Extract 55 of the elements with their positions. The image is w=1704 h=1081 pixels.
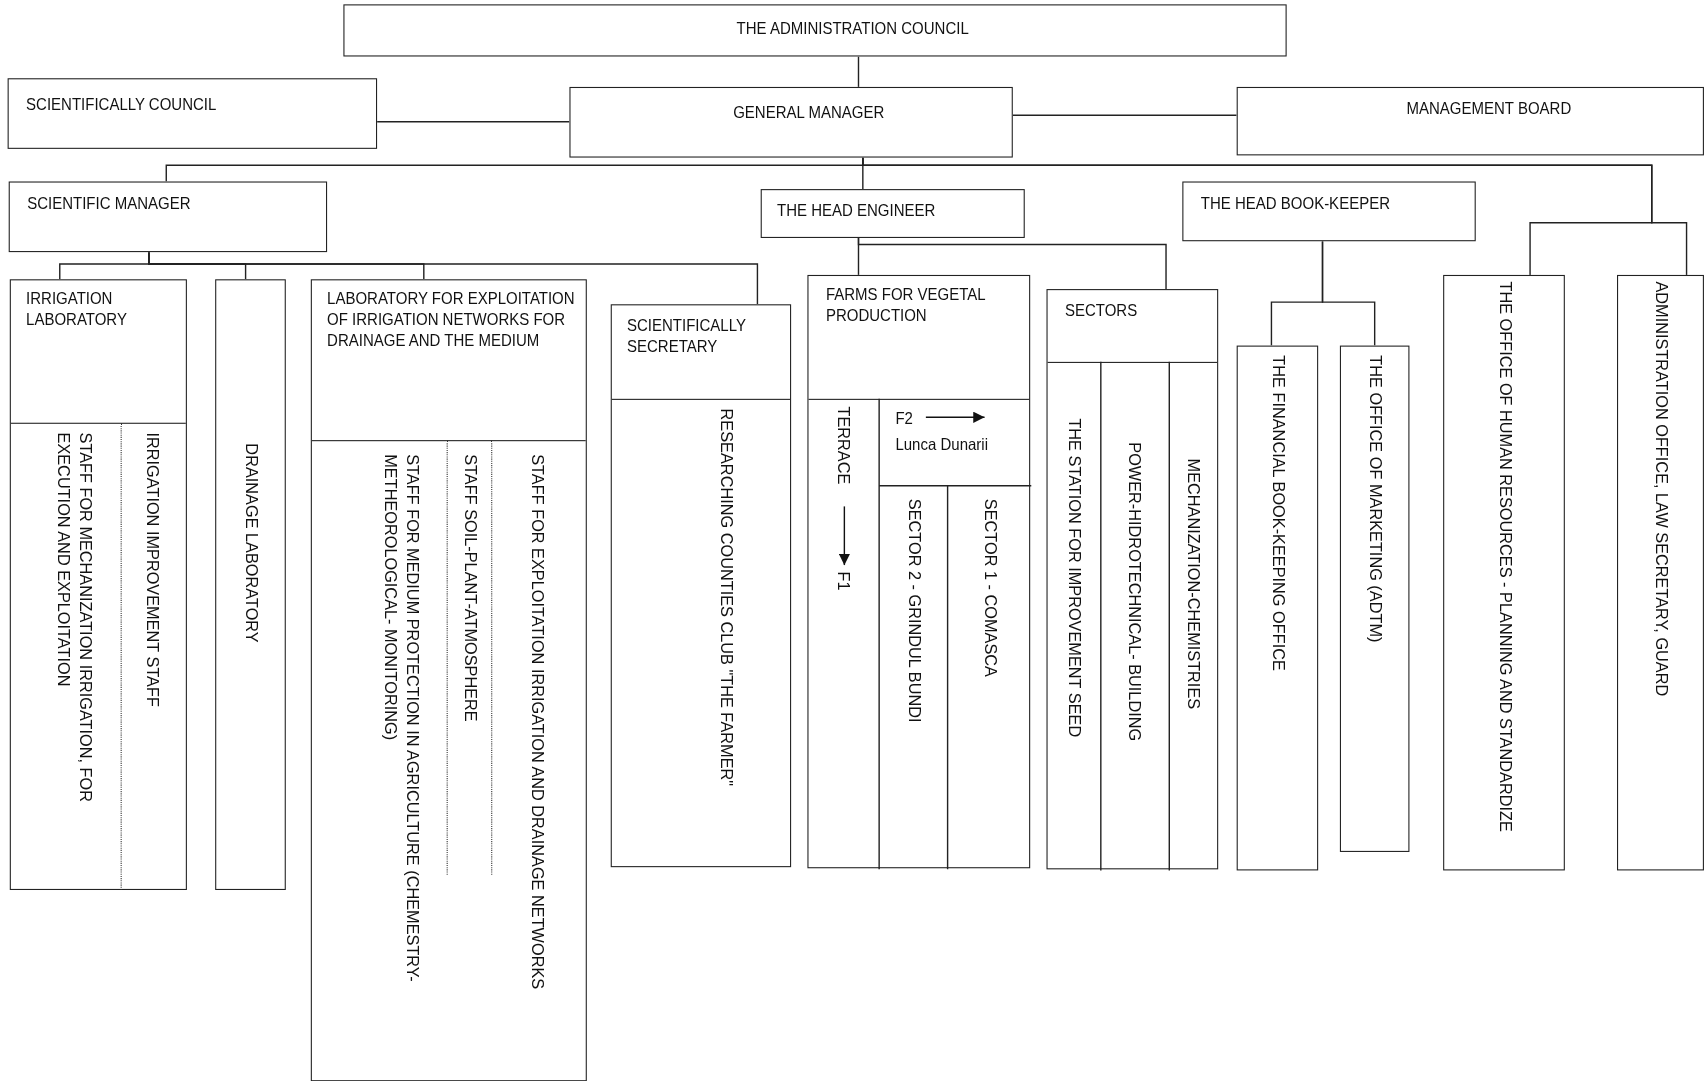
box-text: STAFF SOIL-PLANT-ATMOSPHERE — [461, 454, 482, 722]
org-box — [1339, 345, 1410, 852]
box-title: THE ADMINISTRATION COUNCIL — [735, 18, 970, 39]
connector-line — [857, 237, 1167, 290]
connector-line — [148, 251, 759, 305]
org-box — [8, 181, 328, 253]
box-title: THE FINANCIAL BOOK-KEEPING OFFICE — [1268, 355, 1289, 671]
box-title: THE OFFICE OF HUMAN RESOURCES - PLANNING AND STANDARDIZE — [1495, 281, 1516, 832]
org-box — [7, 78, 378, 149]
box-text: IRRIGATION IMPROVEMENT STAFF — [142, 432, 164, 707]
box-title: IRRIGATION LABORATORY — [26, 289, 128, 330]
org-box — [343, 4, 1287, 57]
org-box — [569, 86, 1013, 158]
box-title: ADMINISTRATION OFFICE, LAW SECRETARY, GUARD — [1652, 281, 1673, 697]
org-box — [1236, 86, 1704, 156]
org-box — [1617, 274, 1704, 871]
org-box — [760, 189, 1025, 238]
box-title: THE HEAD ENGINEER — [777, 201, 937, 222]
box-text: THE STATION FOR IMPROVEMENT SEED — [1065, 418, 1086, 738]
box-text: F1 — [833, 571, 855, 591]
box-text: SECTOR 2 - GRINDUL BUNDI — [904, 498, 925, 723]
box-text: RESEARCHING COUNTIES CLUB "THE FARMER" — [716, 408, 737, 787]
connector-line — [1012, 114, 1238, 116]
box-text: STAFF FOR MEDIUM PROTECTION IN AGRICULTURE (CHEMESTRY-METHEOROLOGICAL- MONITORING) — [380, 454, 423, 984]
box-text: MECHANIZATION-CHEMISTRIES — [1183, 458, 1205, 710]
connector-line — [376, 121, 571, 123]
box-text: SECTOR 1 - COMASCA — [980, 498, 1001, 677]
box-title: MANAGEMENT BOARD — [1405, 98, 1573, 120]
org-box — [1046, 289, 1219, 870]
box-text: STAFF FOR EXPLOITATION IRRIGATION AND DRAINAGE NETWORKS — [527, 454, 548, 990]
box-text: F2 — [895, 408, 914, 429]
box-title: LABORATORY FOR EXPLOITATION OF IRRIGATION NETWORKS FOR DRAINAGE AND THE MEDIUM — [327, 289, 576, 351]
box-text: STAFF FOR MECHANIZATION IRRIGATION, FOR EXECUTION AND EXPLOITATION — [53, 432, 96, 804]
box-title: SCIENTIFICALLY COUNCIL — [26, 94, 218, 115]
org-box — [9, 279, 187, 890]
org-box — [807, 274, 1031, 869]
org-box — [215, 279, 286, 890]
box-title: FARMS FOR VEGETAL PRODUCTION — [825, 284, 987, 326]
box-text: POWER-HIDROTECHNICAL- BUILDING — [1124, 442, 1146, 742]
org-box — [1236, 345, 1319, 871]
org-box — [310, 279, 587, 1081]
connector-line — [857, 55, 860, 88]
org-box — [1182, 181, 1476, 242]
box-title: DRAINAGE LABORATORY — [241, 443, 262, 643]
box-title: SCIENTIFICALLY SECRETARY — [627, 316, 747, 357]
box-title: SECTORS — [1064, 301, 1139, 322]
box-text: TERRACE — [833, 406, 855, 485]
box-title: THE OFFICE OF MARKETING (ADTM) — [1366, 355, 1387, 643]
box-title: THE HEAD BOOK-KEEPER — [1200, 193, 1391, 214]
org-box — [610, 304, 792, 868]
connector-line — [1321, 240, 1376, 347]
org-box — [1443, 274, 1565, 871]
box-title: SCIENTIFIC MANAGER — [27, 193, 192, 214]
box-title: GENERAL MANAGER — [732, 103, 886, 124]
box-text: Lunca Dunarii — [895, 434, 989, 456]
